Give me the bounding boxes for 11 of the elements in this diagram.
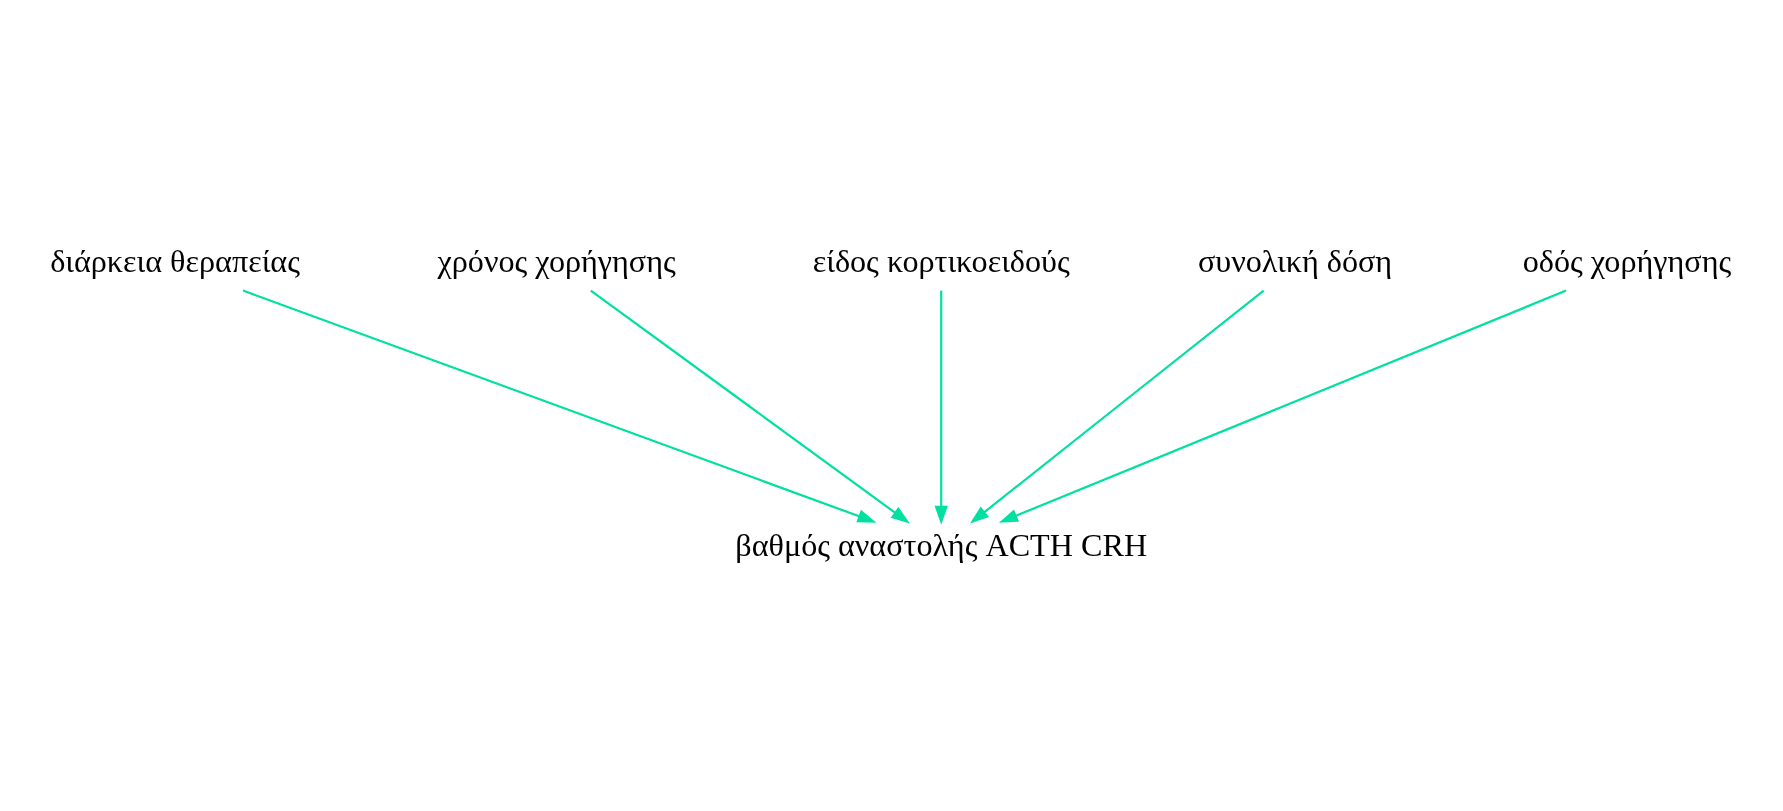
arrow — [590, 289, 910, 523]
node-text: είδος κορτικοειδούς — [812, 242, 1070, 279]
arrow — [934, 290, 948, 525]
node-text: συνολική δόση — [1197, 242, 1393, 279]
node-text: οδός χορήγησης — [1522, 242, 1732, 279]
node-text: χρόνος χορήγησης — [437, 242, 676, 279]
arrow — [242, 289, 877, 523]
arrow — [998, 289, 1567, 523]
node-text: βαθμός αναστολής ACTH CRH — [735, 526, 1148, 563]
arrow — [969, 289, 1265, 524]
node-text: διάρκεια θεραπείας — [50, 242, 300, 279]
